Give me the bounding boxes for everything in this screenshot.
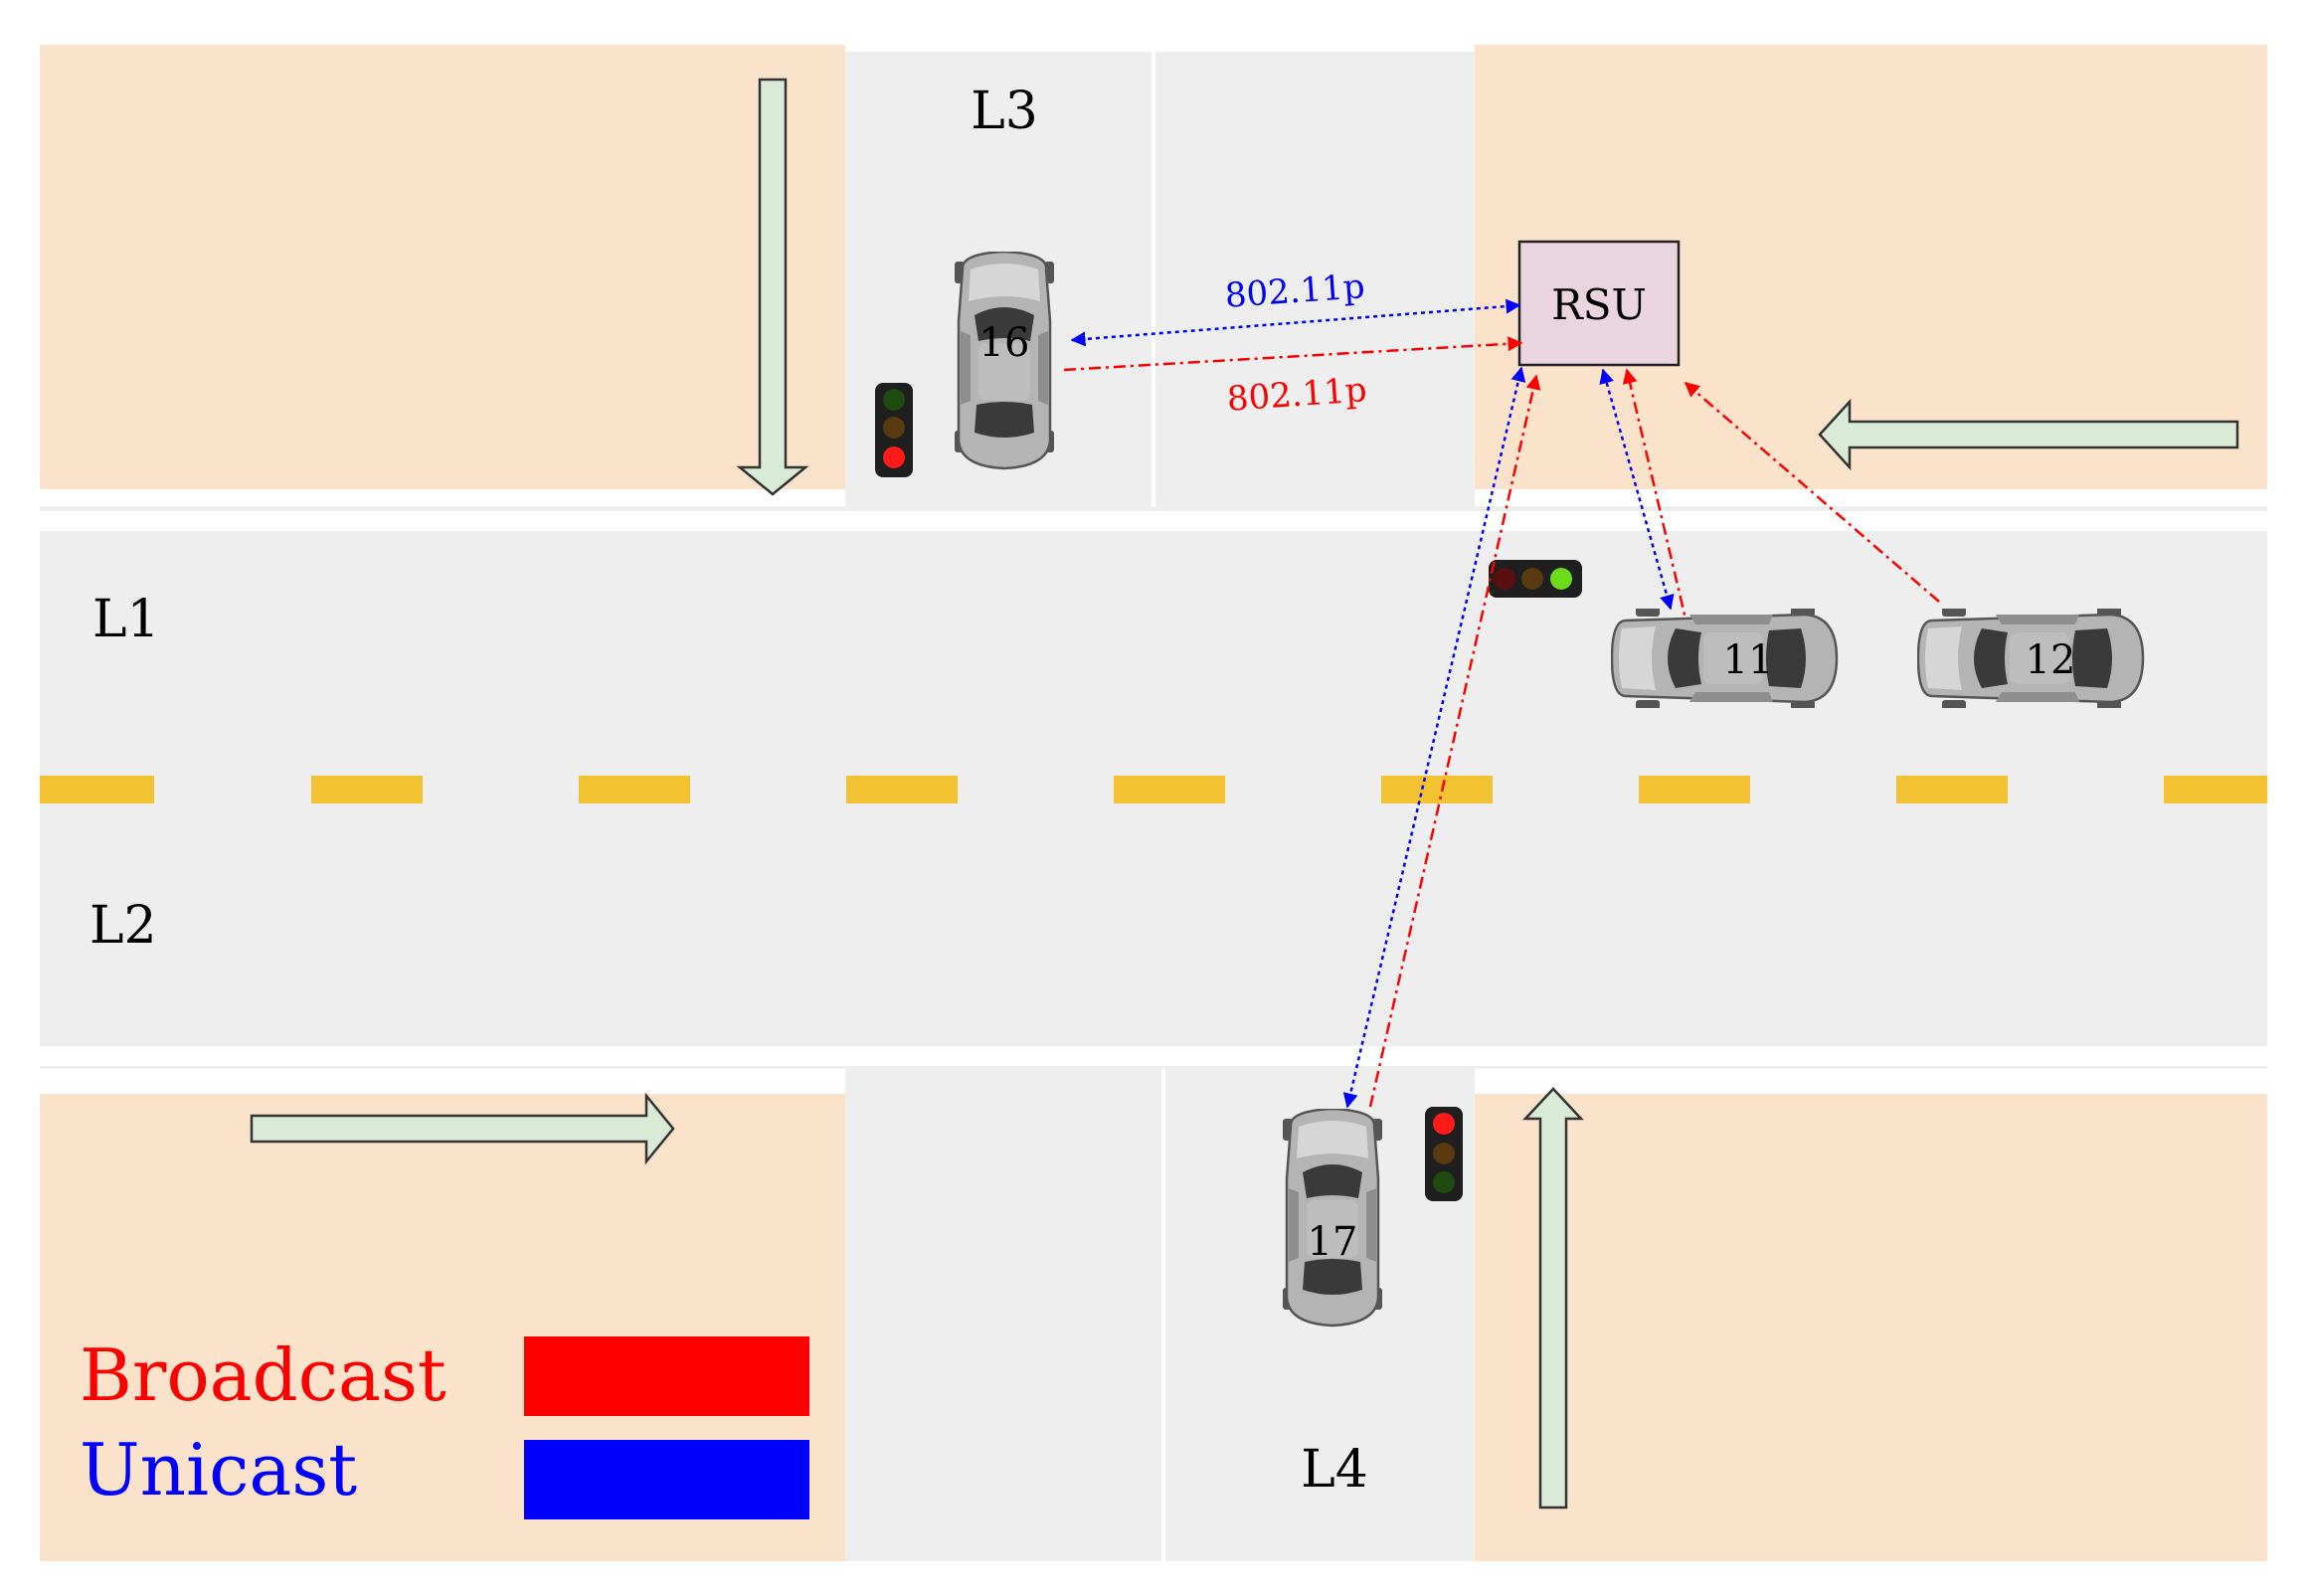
unicast-link-label: 802.11p: [1224, 266, 1366, 316]
car-17: 17: [1283, 1109, 1382, 1328]
legend: Broadcast Unicast: [80, 1333, 809, 1519]
sidewalk-top-left: [40, 45, 845, 489]
car-12-label: 12: [2026, 637, 2076, 683]
car-17-label: 17: [1308, 1219, 1358, 1265]
lane-label-l2: L2: [89, 896, 157, 956]
car-11-label: 11: [1723, 637, 1774, 683]
lane-label-l1: L1: [92, 590, 160, 649]
legend-broadcast-label: Broadcast: [80, 1333, 446, 1417]
arrow-down-icon: [736, 78, 809, 496]
car-12: 12: [1917, 609, 2145, 708]
link-car12-rsu: [1684, 382, 1940, 603]
arrow-up-icon: [1522, 1087, 1584, 1509]
arrow-left-icon: [1818, 398, 2239, 471]
lane-label-l3: L3: [971, 82, 1038, 141]
legend-broadcast-swatch: [524, 1336, 809, 1416]
road-edge-top: [40, 511, 2267, 531]
legend-unicast-swatch: [524, 1440, 809, 1519]
link-car17-rsu: [1342, 366, 1541, 1109]
lane-divider-dashes: [40, 776, 2267, 803]
link-car11-rsu: [1599, 368, 1690, 632]
rsu-box: RSU: [1517, 240, 1681, 367]
car-16-label: 16: [979, 320, 1030, 366]
road-edge-bottom: [40, 1046, 2267, 1066]
rsu-label: RSU: [1551, 280, 1647, 329]
sidewalk-bottom-right: [1475, 1094, 2267, 1561]
arrow-right-icon: [250, 1092, 675, 1165]
traffic-light-l1-icon: [1489, 560, 1582, 598]
traffic-light-l3-icon: [875, 383, 913, 477]
car-11: 11: [1611, 609, 1839, 708]
traffic-light-l4-icon: [1425, 1107, 1463, 1201]
car-16: 16: [955, 252, 1054, 470]
lane-label-l4: L4: [1301, 1440, 1368, 1500]
legend-unicast-label: Unicast: [80, 1428, 357, 1511]
road-vertical-bottom: [845, 1069, 1475, 1561]
road-vertical-top: [845, 52, 1475, 506]
